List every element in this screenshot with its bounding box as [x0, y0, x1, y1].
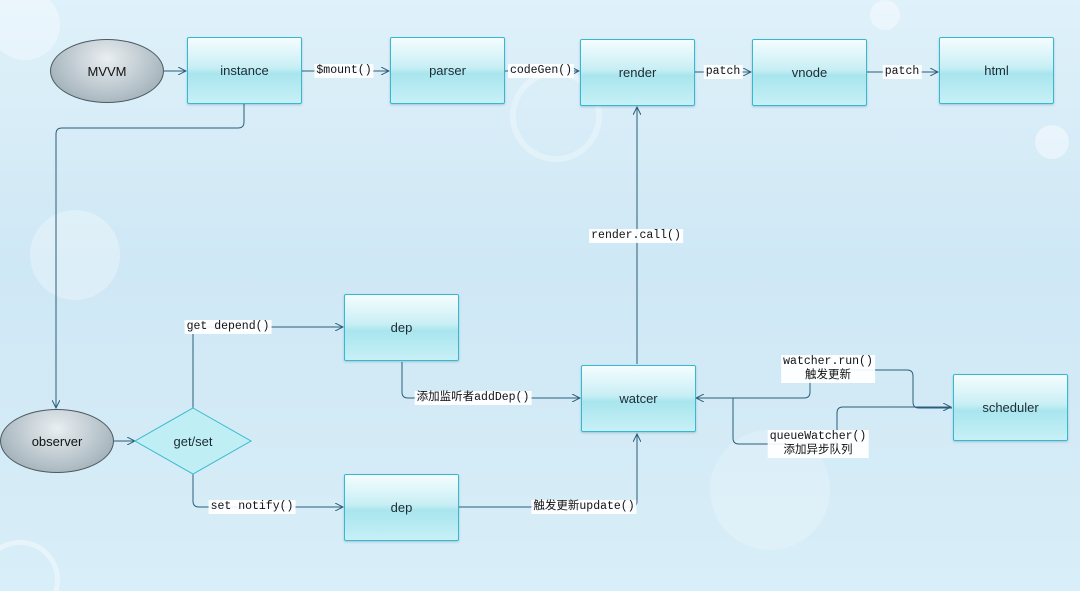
edge-getset-dep-bottom: [192, 474, 343, 507]
edge-getset-dep-top: [192, 327, 343, 408]
edge-label-trigger-update: 触发更新update(): [531, 500, 637, 514]
node-vnode: vnode: [752, 39, 867, 106]
edge-label-queue-watcher-line2: 添加异步队列: [783, 444, 853, 457]
edge-label-queue-watcher-line1: queueWatcher(): [769, 430, 867, 443]
edge-instance-observer: [56, 104, 245, 408]
edge-dep-bottom-watcer: [459, 434, 637, 508]
edge-label-render-call: render.call(): [589, 229, 683, 243]
edge-label-add-dep: 添加监听者addDep(): [414, 391, 532, 405]
node-dep-bottom: dep: [344, 474, 459, 541]
edge-label-patch-2: patch: [882, 65, 922, 79]
edge-label-set-notify: set notify(): [208, 500, 296, 514]
node-mvvm: MVVM: [50, 39, 164, 103]
node-parser: parser: [390, 37, 505, 104]
node-watcer: watcer: [581, 365, 696, 432]
node-getset-label: get/set: [173, 433, 213, 449]
node-scheduler: scheduler: [953, 374, 1068, 441]
node-observer: observer: [0, 409, 114, 473]
edge-dep-watcer: [401, 362, 580, 398]
node-render: render: [580, 39, 695, 106]
edge-label-get-depend: get depend(): [184, 320, 272, 334]
node-instance: instance: [187, 37, 302, 104]
edge-label-watcher-run: watcher.run() 触发更新: [781, 355, 875, 383]
edge-label-queue-watcher: queueWatcher() 添加异步队列: [767, 430, 869, 458]
node-getset: [133, 407, 253, 475]
edge-label-codegen: codeGen(): [507, 64, 575, 78]
edge-label-watcher-run-line2: 触发更新: [805, 369, 851, 382]
node-html: html: [939, 37, 1054, 104]
edge-label-mount: $mount(): [314, 64, 374, 78]
edge-label-watcher-run-line1: watcher.run(): [783, 355, 873, 368]
node-dep-top: dep: [344, 294, 459, 361]
edge-label-patch-1: patch: [703, 65, 743, 79]
